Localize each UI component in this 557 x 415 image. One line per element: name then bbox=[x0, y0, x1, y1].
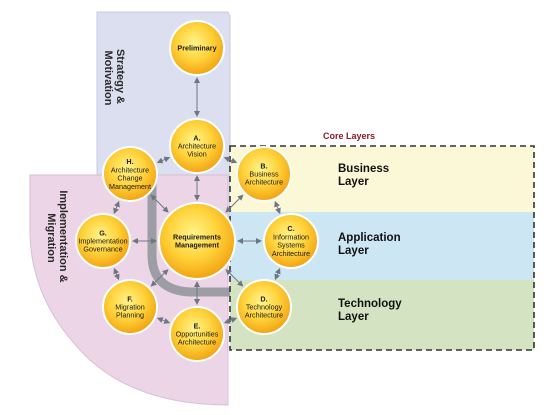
strategy-label-line1: Strategy & bbox=[114, 49, 126, 104]
node-a-label-1: A. bbox=[193, 133, 200, 142]
node-b-circle bbox=[236, 146, 292, 202]
connector-g-h bbox=[113, 200, 120, 215]
application-layer-label: Application Layer bbox=[338, 232, 404, 257]
node-f-label-3: Planning bbox=[116, 311, 144, 320]
business-layer-line2: Layer bbox=[338, 176, 369, 188]
node-preliminary: Preliminary bbox=[169, 20, 225, 76]
connector-d-e bbox=[223, 317, 238, 324]
node-h-label-2: Architecture bbox=[111, 165, 149, 174]
connector-b-c bbox=[274, 200, 281, 215]
application-layer-line1: Application bbox=[338, 232, 401, 244]
connector-req-d bbox=[225, 269, 244, 287]
node-d-label-2: Technology bbox=[246, 303, 283, 312]
node-g-label-3: Governance bbox=[83, 245, 122, 254]
implementation-label-text: Implementation & Migration bbox=[45, 190, 69, 285]
connector-e-f bbox=[156, 317, 171, 324]
implementation-label-line2: Migration bbox=[45, 213, 57, 263]
node-h-label-3: Change bbox=[117, 174, 142, 183]
node-d-label-1: D. bbox=[260, 294, 267, 303]
node-g-circle bbox=[75, 213, 131, 269]
node-h-circle bbox=[102, 146, 158, 202]
node-e-label-1: E. bbox=[194, 321, 201, 330]
connector-h-a bbox=[156, 156, 171, 164]
node-c-label-2: Information bbox=[273, 232, 309, 241]
technology-layer-line2: Layer bbox=[338, 311, 369, 323]
connector-group bbox=[113, 77, 281, 324]
strategy-label-text: Strategy & Motivation bbox=[102, 49, 126, 107]
node-d-label-3: Architecture bbox=[245, 311, 283, 320]
node-g-label-2: Implementation bbox=[78, 237, 127, 246]
node-b-label-3: Architecture bbox=[245, 178, 283, 187]
node-b-label-1: B. bbox=[260, 161, 267, 170]
node-preliminary-label-1: Preliminary bbox=[177, 44, 216, 53]
connector-c-d bbox=[274, 267, 281, 281]
node-b-label-2: Business bbox=[249, 170, 279, 179]
node-a-label-2: Architecture bbox=[178, 142, 216, 151]
connector-req-f bbox=[150, 269, 169, 287]
business-layer-label: Business Layer bbox=[338, 163, 392, 188]
node-req-label-2: Management bbox=[175, 241, 220, 250]
business-layer-line1: Business bbox=[338, 163, 389, 175]
node-c-label-3: Systems bbox=[277, 241, 305, 250]
node-e-circle bbox=[169, 306, 225, 362]
connector-req-h bbox=[150, 194, 169, 213]
node-e-label-3: Architecture bbox=[178, 338, 216, 347]
node-req-label-1: Requirements bbox=[173, 232, 221, 241]
node-g-label-1: G. bbox=[99, 228, 107, 237]
strategy-label-line2: Motivation bbox=[102, 51, 114, 106]
implementation-label-line1: Implementation & bbox=[57, 190, 69, 282]
node-a-circle bbox=[169, 118, 225, 174]
node-h-label-4: Management bbox=[109, 182, 151, 191]
node-h-label-1: H. bbox=[126, 157, 133, 166]
node-e-label-2: Opportunities bbox=[176, 330, 219, 339]
node-preliminary-circle bbox=[169, 20, 225, 76]
node-f-label-2: Migration bbox=[115, 303, 145, 312]
strategy-label: Strategy & Motivation bbox=[102, 49, 126, 107]
connector-f-g bbox=[113, 267, 120, 281]
node-c-label-1: C. bbox=[287, 224, 294, 233]
connector-req-b bbox=[225, 194, 244, 213]
application-layer-line2: Layer bbox=[338, 245, 369, 257]
core-layers-label: Core Layers bbox=[323, 131, 375, 141]
node-group: PreliminaryA.ArchitectureVisionB.Busines… bbox=[75, 20, 319, 362]
connector-a-b bbox=[223, 156, 238, 164]
node-f-label-1: F. bbox=[127, 294, 133, 303]
node-c-label-4: Architecture bbox=[272, 249, 310, 258]
node-f-circle bbox=[102, 279, 158, 335]
node-a-label-3: Vision bbox=[187, 150, 206, 159]
node-c-circle bbox=[263, 213, 319, 269]
technology-layer-label: Technology Layer bbox=[338, 298, 405, 323]
implementation-label: Implementation & Migration bbox=[45, 190, 69, 285]
node-d-circle bbox=[236, 279, 292, 335]
technology-layer-line1: Technology bbox=[338, 298, 402, 310]
node-req-circle bbox=[158, 202, 236, 280]
